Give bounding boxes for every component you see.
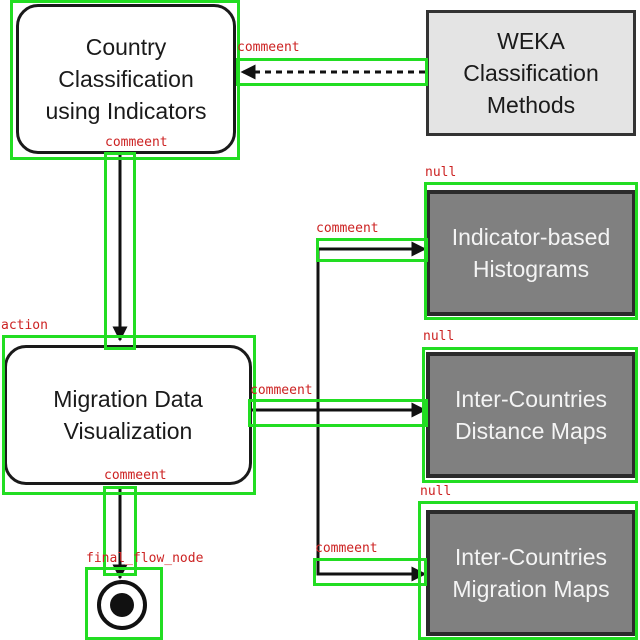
annotation-tag-final-node: final_flow_node bbox=[86, 551, 204, 566]
annotation-box-histograms-node bbox=[424, 182, 638, 320]
annotation-tag-migration-maps-node: null bbox=[420, 484, 452, 499]
edge-to-histograms bbox=[316, 241, 427, 410]
annotation-tag-migration-maps-edge: commeent bbox=[315, 541, 378, 556]
annotation-box-distance-node bbox=[422, 347, 638, 483]
country-classification-label: Country Classification using Indicators bbox=[45, 34, 207, 124]
annotation-tag-country-edge: commeent bbox=[105, 135, 168, 150]
annotation-tag-migration-node: action bbox=[1, 318, 48, 333]
weka-methods-label: WEKA Classification Methods bbox=[463, 28, 599, 118]
distance-maps-note: Inter-Countries Distance Maps bbox=[426, 352, 636, 478]
annotation-tag-distance-edge: commeent bbox=[250, 383, 313, 398]
distance-maps-label: Inter-Countries Distance Maps bbox=[454, 386, 608, 444]
migration-visualization-node: Migration Data Visualization bbox=[4, 345, 252, 485]
annotation-box-weka-edge bbox=[236, 58, 428, 86]
migration-maps-label: Inter-Countries Migration Maps bbox=[452, 544, 610, 602]
migration-visualization-label: Migration Data Visualization bbox=[53, 386, 203, 444]
annotation-box-country-edge bbox=[104, 152, 136, 350]
annotation-tag-final-edge: commeent bbox=[104, 468, 167, 483]
final-flow-node bbox=[97, 580, 147, 630]
annotation-box-final-node bbox=[85, 567, 163, 640]
migration-maps-note: Inter-Countries Migration Maps bbox=[426, 510, 636, 636]
annotation-box-histograms-edge bbox=[316, 238, 428, 262]
histograms-note: Indicator-based Histograms bbox=[426, 190, 636, 316]
edge-to-migration-maps bbox=[316, 410, 427, 582]
final-flow-node-core bbox=[110, 593, 134, 617]
annotation-tag-histograms-edge: commeent bbox=[316, 221, 379, 236]
annotation-box-final-edge bbox=[103, 486, 137, 576]
country-classification-node: Country Classification using Indicators bbox=[16, 4, 236, 154]
annotation-box-migration-maps-edge bbox=[313, 558, 427, 586]
annotation-box-distance-edge bbox=[248, 399, 428, 427]
weka-methods-note: WEKA Classification Methods bbox=[426, 10, 636, 136]
annotation-box-migration-node bbox=[2, 335, 256, 495]
histograms-label: Indicator-based Histograms bbox=[451, 224, 611, 282]
annotation-tag-weka-edge: commeent bbox=[237, 40, 300, 55]
annotation-box-migration-maps-node bbox=[418, 501, 638, 640]
annotation-tag-histograms-node: null bbox=[425, 165, 457, 180]
annotation-tag-distance-node: null bbox=[423, 329, 455, 344]
